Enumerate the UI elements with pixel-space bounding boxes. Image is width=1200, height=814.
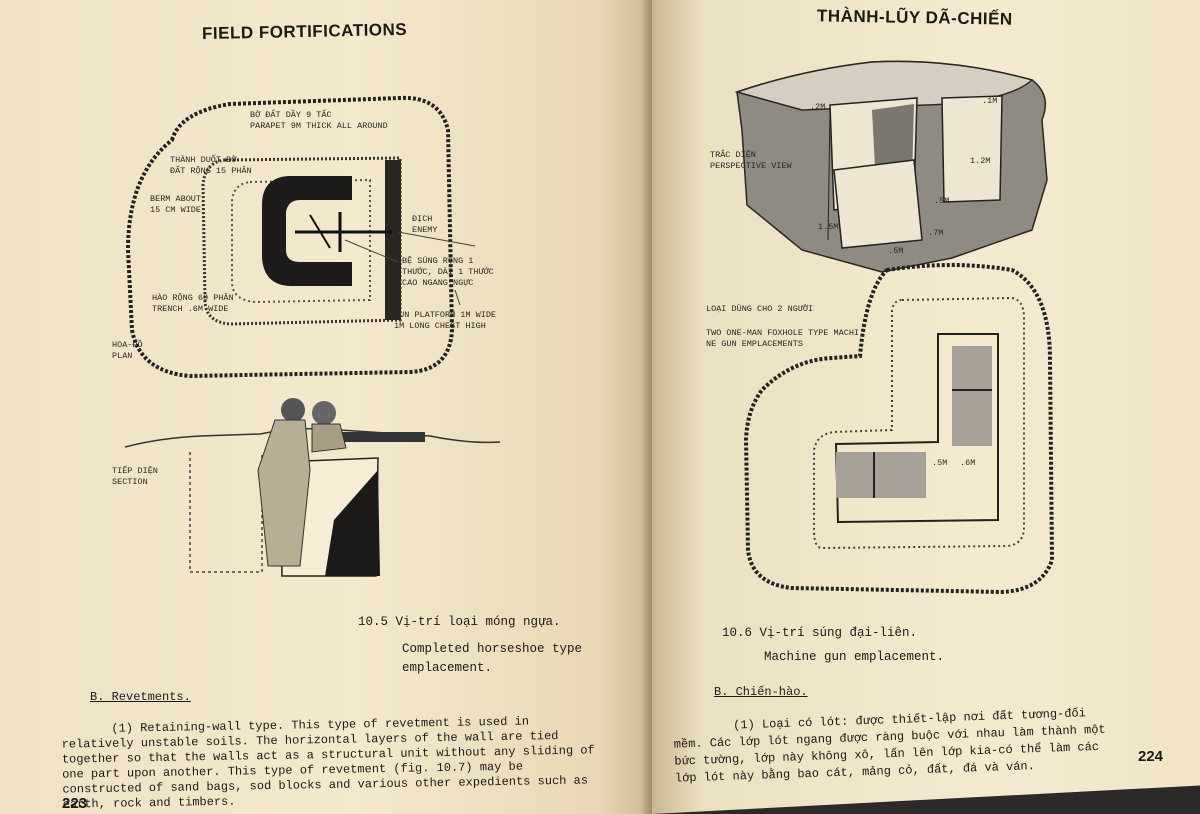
gun-rest-label: BỆ SÚNG RỘNG 1 THƯỚC, DÀI 1 THƯỚC CAO NG… xyxy=(402,256,494,288)
parapet-label: BỜ ĐẤT DẦY 9 TẤC PARAPET 9M THICK ALL AR… xyxy=(250,110,388,131)
plan-label: HOA-ĐỒ PLAN xyxy=(112,340,143,361)
dim-9: .6M xyxy=(960,458,976,468)
section-label: TIẾP DIỆN SECTION xyxy=(112,466,158,487)
figure-caption-vi: 10.5 Vị-trí loại móng ngựa. xyxy=(358,615,561,629)
figure-caption-en: Machine gun emplacement. xyxy=(764,650,945,664)
dim-2: .1M xyxy=(982,96,998,106)
section-heading: B. Chiến-hào. xyxy=(714,685,808,699)
berm-label: BERM ABOUT 15 CM WIDE xyxy=(150,194,202,215)
body-text: (1) Retaining-wall type. This type of re… xyxy=(61,714,595,812)
dim-8: .5M xyxy=(932,458,948,468)
dim-6: .7M xyxy=(928,228,944,238)
page-number: 223 xyxy=(62,795,88,812)
dim-7: .5M xyxy=(888,246,904,256)
two-man-label: LOẠI DÙNG CHO 2 NGƯỜI xyxy=(706,304,814,314)
right-page: THÀNH-LŨY DÃ-CHIẾN .2M .1M 1.2M .5M 1.5M… xyxy=(652,0,1200,814)
enemy-label: ĐỊCH ENEMY xyxy=(412,214,438,235)
foxhole-label: TWO ONE-MAN FOXHOLE TYPE MACHI NE GUN EM… xyxy=(706,328,860,349)
machine-gun-diagram xyxy=(734,60,1055,595)
dim-4: .5M xyxy=(934,196,950,206)
left-page: FIELD FORTIFICATIONS xyxy=(0,0,652,814)
wall-slope-label: THÀNH DUỐT BỜ ĐẤT RỘNG 15 PHÂN xyxy=(170,155,252,176)
section-heading: B. Revetments. xyxy=(90,690,191,704)
dim-3: 1.2M xyxy=(970,156,991,166)
figure-caption-en: Completed horseshoe type emplacement. xyxy=(402,642,583,675)
gun-platform-label: GUN PLATFORM 1M WIDE 1M LONG CHEST HIGH xyxy=(394,310,497,331)
dim-1: .2M xyxy=(810,102,826,112)
dim-5: 1.5M xyxy=(818,222,839,232)
perspective-label: TRẮC DIỆN PERSPECTIVE VIEW xyxy=(710,150,792,171)
trench-label: HÀO RỘNG 60 PHÂN TRENCH .6M WIDE xyxy=(152,293,234,314)
figure-caption-vi: 10.6 Vị-trí súng đại-liên. xyxy=(722,626,918,640)
horseshoe-plan-diagram xyxy=(124,156,501,576)
page-number: 224 xyxy=(1138,748,1164,765)
